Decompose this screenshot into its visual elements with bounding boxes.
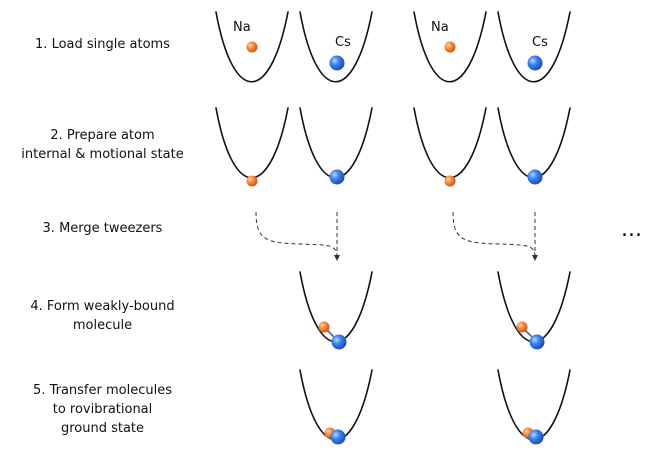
step-1-label: 1. Load single atoms bbox=[35, 37, 170, 52]
cs-atom bbox=[527, 169, 543, 185]
step-4-label: 4. Form weakly-bound molecule bbox=[30, 299, 175, 333]
ellipsis: ... bbox=[621, 217, 642, 242]
tweezer-well bbox=[299, 271, 373, 343]
merge-path bbox=[255, 211, 338, 256]
cs-atom bbox=[329, 55, 345, 71]
cs-label: Cs bbox=[532, 35, 548, 50]
cs-label: Cs bbox=[335, 35, 351, 50]
na-atom bbox=[444, 41, 456, 53]
tweezer-well bbox=[497, 11, 571, 83]
tweezer-well bbox=[215, 11, 289, 83]
cs-atom bbox=[330, 429, 346, 445]
na-atom bbox=[516, 321, 528, 333]
tweezer-well bbox=[299, 369, 373, 441]
tweezer-well bbox=[299, 107, 373, 179]
na-atom bbox=[246, 175, 258, 187]
cs-atom bbox=[529, 334, 545, 350]
cs-atom bbox=[527, 55, 543, 71]
na-label: Na bbox=[233, 20, 251, 35]
step-3-label: 3. Merge tweezers bbox=[42, 221, 163, 236]
tweezer-well bbox=[299, 11, 373, 83]
na-atom bbox=[444, 175, 456, 187]
cs-atom bbox=[331, 334, 347, 350]
merge-path bbox=[452, 211, 536, 256]
tweezer-well bbox=[413, 107, 487, 179]
tweezer-well bbox=[497, 107, 571, 179]
tweezer-well bbox=[497, 369, 571, 441]
tweezer-well bbox=[215, 107, 289, 179]
na-atom bbox=[246, 41, 258, 53]
tweezer-well bbox=[413, 11, 487, 83]
step-5-label: 5. Transfer molecules to rovibrational g… bbox=[33, 383, 172, 436]
cs-atom bbox=[528, 429, 544, 445]
cs-atom bbox=[329, 169, 345, 185]
na-label: Na bbox=[431, 20, 449, 35]
tweezer-well bbox=[497, 271, 571, 343]
step-2-label: 2. Prepare atom internal & motional stat… bbox=[21, 128, 184, 162]
na-atom bbox=[318, 321, 330, 333]
